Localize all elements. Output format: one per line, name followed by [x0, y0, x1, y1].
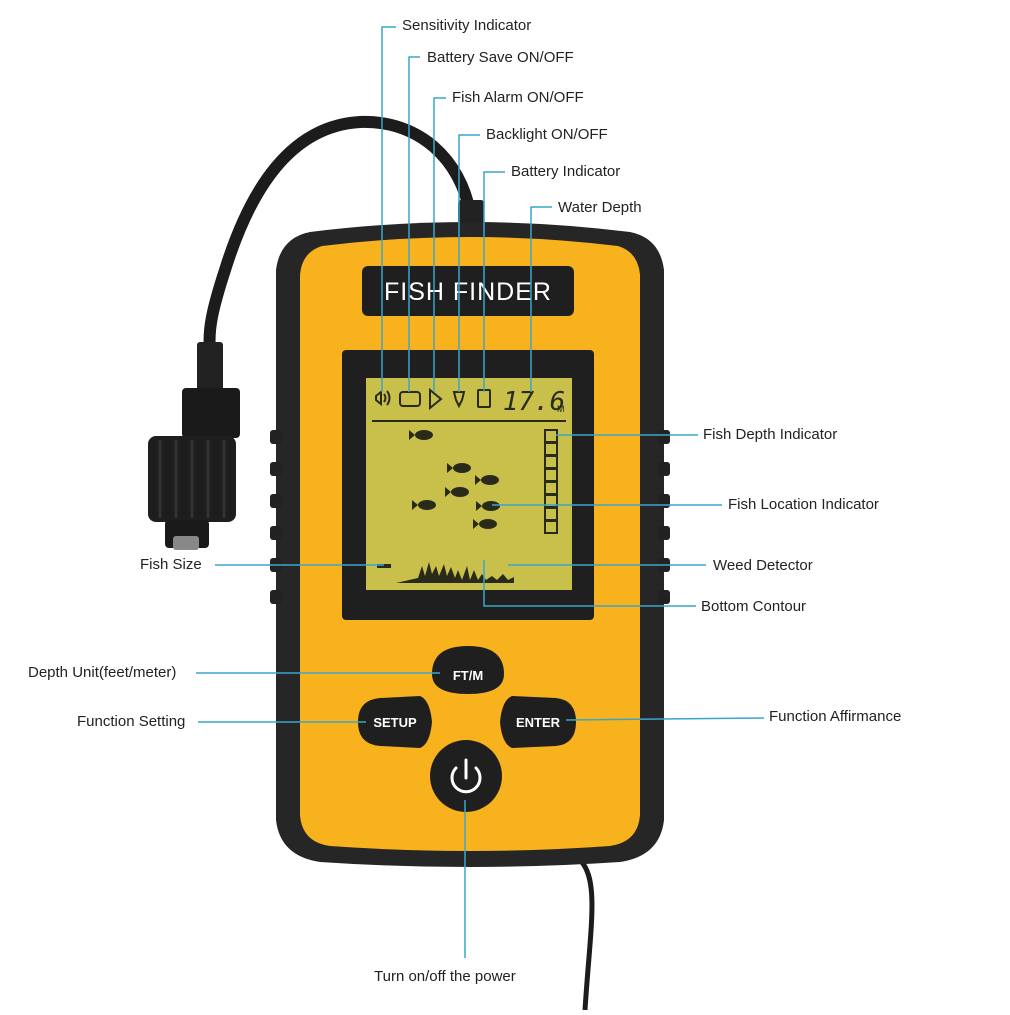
fish-alarm-icon: [429, 387, 443, 411]
fish-icon: [445, 487, 469, 497]
sensitivity-icon: [375, 389, 391, 407]
callout-line-backlight: [458, 134, 480, 392]
label-power: Turn on/off the power: [374, 968, 516, 985]
battery-save-icon: [399, 391, 421, 407]
callout-line-bottom: [483, 560, 696, 607]
label-depth-unit: Depth Unit(feet/meter): [28, 664, 177, 681]
fish-size-mark: [377, 564, 391, 568]
callout-lines: [196, 26, 765, 958]
callout-line-fish-alarm: [433, 97, 446, 392]
label-fish-alarm: Fish Alarm ON/OFF: [452, 89, 584, 106]
label-backlight: Backlight ON/OFF: [486, 126, 608, 143]
label-battery-save: Battery Save ON/OFF: [427, 49, 574, 66]
enter-button[interactable]: ENTER: [500, 696, 576, 748]
power-icon: [450, 758, 482, 794]
ft-m-label: FT/M: [453, 668, 483, 683]
label-function-affirmance: Function Affirmance: [769, 708, 902, 725]
label-fish-depth-indicator: Fish Depth Indicator: [703, 426, 838, 443]
fish-icons: [409, 430, 500, 529]
fish-icon: [476, 501, 500, 511]
fish-icon: [412, 500, 436, 510]
transducer-cable: [203, 115, 476, 356]
callout-line-battery: [483, 171, 505, 392]
label-weed-detector: Weed Detector: [713, 557, 813, 574]
setup-label: SETUP: [373, 715, 417, 730]
label-function-setting: Function Setting: [77, 713, 186, 730]
title-badge: [362, 266, 574, 316]
label-fish-location-indicator: Fish Location Indicator: [728, 496, 879, 513]
label-battery-indicator: Battery Indicator: [511, 163, 621, 180]
backlight-icon: [452, 391, 466, 409]
fish-icon: [409, 430, 433, 440]
enter-label: ENTER: [516, 715, 561, 730]
lower-cable: [578, 858, 595, 1011]
cable-connector: [148, 342, 240, 550]
lcd-display: [366, 378, 572, 590]
callout-line-function-affirmance: [565, 717, 765, 721]
fish-icon: [473, 519, 497, 529]
callout-line-battery-save: [408, 56, 420, 392]
fish-icon: [475, 475, 499, 485]
depth-readout: 17.6: [503, 387, 566, 417]
label-fish-size: Fish Size: [140, 556, 202, 573]
label-water-depth: Water Depth: [558, 199, 642, 216]
fish-depth-scale: [544, 429, 558, 534]
callout-line-water-depth: [530, 206, 552, 392]
depth-unit-readout: M: [557, 404, 565, 414]
power-button[interactable]: [430, 740, 502, 812]
label-bottom-contour: Bottom Contour: [701, 598, 807, 615]
ft-m-button[interactable]: FT/M: [432, 646, 504, 694]
fish-icon: [447, 463, 471, 473]
callout-line-sensitivity: [381, 26, 396, 392]
device-title: FISH FINDER: [384, 278, 552, 306]
cable-strain-relief: [458, 200, 484, 224]
label-sensitivity-indicator: Sensitivity Indicator: [402, 17, 532, 34]
setup-button[interactable]: SETUP: [358, 696, 432, 748]
